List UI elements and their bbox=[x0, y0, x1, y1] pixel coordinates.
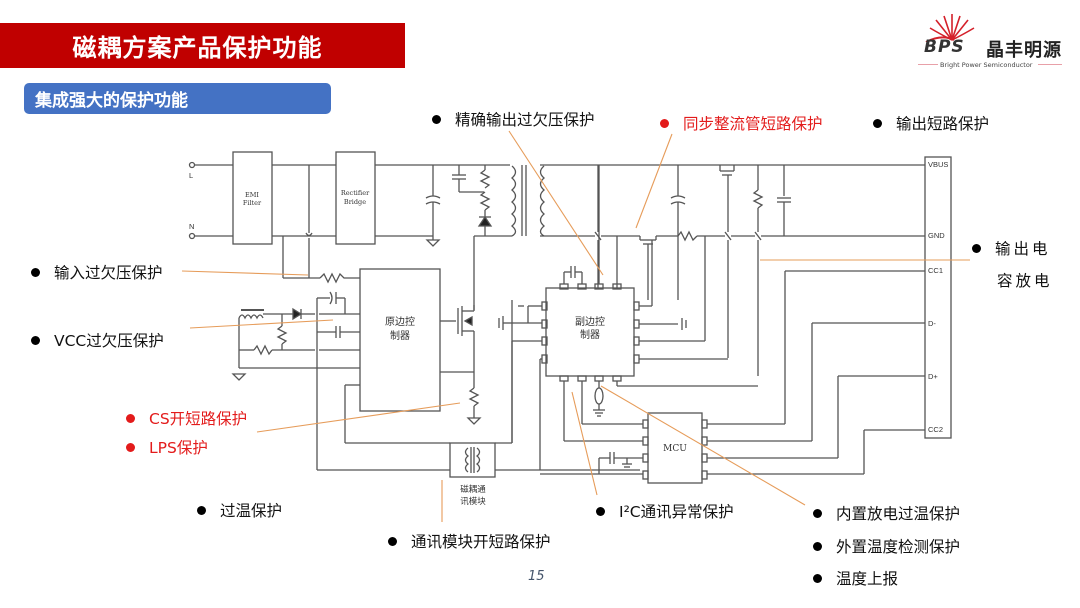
rectifier-label-2: Bridge bbox=[344, 198, 366, 206]
mcu-block bbox=[647, 412, 703, 484]
callout-output-cap-discharge-line2: 容放电 bbox=[997, 272, 1053, 290]
callout-external-temp-detect: 外置温度检测保护 bbox=[813, 535, 960, 557]
callout-i2c-fault: I²C通讯异常保护 bbox=[596, 500, 734, 522]
callout-output-cap-discharge: 输出电 bbox=[972, 237, 1051, 259]
flame-icon bbox=[925, 14, 975, 42]
callout-otp: 过温保护 bbox=[197, 499, 282, 521]
rectifier-label-1: Rectifier bbox=[341, 189, 370, 197]
bullet-dot bbox=[596, 506, 605, 516]
logo-mark: BPS bbox=[924, 37, 965, 57]
primary-controller-label-1: 原边控 bbox=[385, 315, 415, 328]
terminal-n bbox=[188, 232, 196, 240]
bullet-dot bbox=[873, 118, 882, 128]
pin-cc2: CC2 bbox=[928, 425, 943, 434]
slide-title: 磁耦方案产品保护功能 bbox=[72, 34, 323, 62]
secondary-controller-label-2: 制器 bbox=[580, 328, 600, 341]
logo-rule-right bbox=[1038, 64, 1062, 65]
callout-vcc-ovp-uvp: VCC过欠压保护 bbox=[31, 329, 164, 351]
terminal-l bbox=[188, 161, 196, 169]
section-heading-bar: 集成强大的保护功能 bbox=[24, 83, 331, 114]
callout-lps: LPS保护 bbox=[126, 436, 208, 458]
company-logo: BPS 晶丰明源 Bright Power Semiconductor bbox=[910, 12, 1070, 72]
coupler-label-2: 讯模块 bbox=[460, 496, 486, 507]
bullet-dot bbox=[388, 536, 397, 546]
callout-output-ovp-uvp: 精确输出过欠压保护 bbox=[432, 108, 595, 130]
bullet-dot bbox=[813, 573, 822, 583]
bullet-dot bbox=[126, 413, 135, 423]
bullet-dot bbox=[813, 508, 822, 518]
pin-d-plus: D+ bbox=[928, 372, 938, 381]
bullet-dot bbox=[813, 541, 822, 551]
callout-internal-discharge-otp: 内置放电过温保护 bbox=[813, 502, 960, 524]
input-n-label: N bbox=[189, 222, 194, 231]
rectifier-block bbox=[335, 151, 376, 245]
secondary-controller-block bbox=[545, 287, 635, 377]
mcu-label: MCU bbox=[663, 444, 687, 454]
bullet-dot bbox=[432, 114, 441, 124]
pin-cc1: CC1 bbox=[928, 266, 943, 275]
callout-comm-module-open-short: 通讯模块开短路保护 bbox=[388, 530, 551, 552]
pin-d-minus: D- bbox=[928, 319, 936, 328]
primary-controller-block bbox=[359, 268, 441, 412]
bullet-dot bbox=[660, 118, 669, 128]
logo-en-name: Bright Power Semiconductor bbox=[940, 61, 1033, 69]
bullet-dot bbox=[126, 442, 135, 452]
emi-filter-block bbox=[232, 151, 273, 245]
page-number: 15 bbox=[528, 569, 545, 584]
emi-label-1: EMI bbox=[245, 191, 259, 199]
bullet-dot bbox=[31, 335, 40, 345]
pin-vbus: VBUS bbox=[928, 160, 948, 169]
callout-temp-report: 温度上报 bbox=[813, 567, 898, 589]
bullet-dot bbox=[197, 505, 206, 515]
section-heading: 集成强大的保护功能 bbox=[35, 91, 188, 111]
input-l-label: L bbox=[189, 171, 193, 180]
slide-title-bar: 磁耦方案产品保护功能 bbox=[0, 23, 405, 68]
callout-output-short: 输出短路保护 bbox=[873, 112, 989, 134]
coupler-label-1: 磁耦通 bbox=[460, 484, 486, 495]
usb-connector-block bbox=[924, 156, 952, 439]
bullet-dot bbox=[31, 267, 40, 277]
leader-lines bbox=[181, 130, 970, 522]
logo-rule-left bbox=[918, 64, 938, 65]
callout-input-ovp-uvp: 输入过欠压保护 bbox=[31, 261, 163, 283]
callout-sr-short: 同步整流管短路保护 bbox=[660, 112, 823, 134]
secondary-controller-label-1: 副边控 bbox=[575, 315, 605, 328]
logo-cn-name: 晶丰明源 bbox=[986, 40, 1062, 61]
pin-gnd: GND bbox=[928, 231, 945, 240]
emi-label-2: Filter bbox=[243, 199, 262, 207]
callout-cs-open-short: CS开短路保护 bbox=[126, 407, 247, 429]
magnetic-coupler-block bbox=[449, 442, 496, 478]
bullet-dot bbox=[972, 243, 981, 253]
primary-controller-label-2: 制器 bbox=[390, 329, 410, 342]
